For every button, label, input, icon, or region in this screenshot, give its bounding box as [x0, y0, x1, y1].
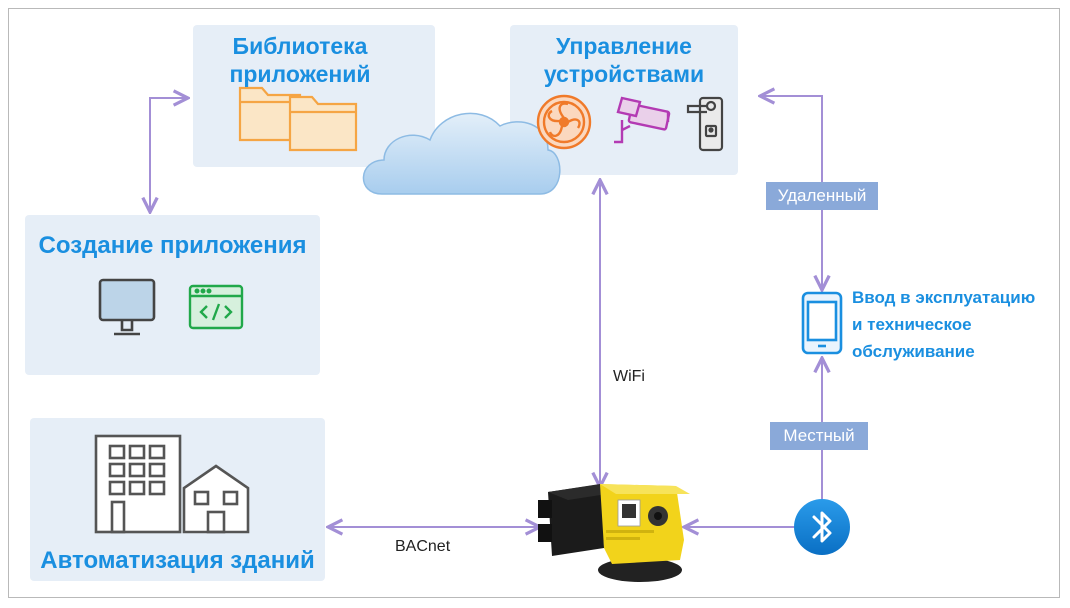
- remote-tag: Удаленный: [766, 182, 878, 210]
- camera-icon: [614, 96, 671, 144]
- wifi-label: WiFi: [613, 368, 645, 385]
- house-icon: [182, 464, 250, 534]
- connector-remote: [760, 96, 822, 290]
- local-tag: Местный: [770, 422, 868, 450]
- monitor-icon: [98, 278, 156, 336]
- app-library-title: Библиотека приложений: [229, 33, 371, 87]
- app-creation-panel: [25, 215, 320, 375]
- code-window-icon: [188, 284, 244, 330]
- diagram-frame: [8, 8, 1060, 598]
- device-management-title: Управление устройствами: [543, 33, 705, 87]
- office-building-icon: [94, 434, 182, 534]
- smartphone-icon: [801, 291, 843, 355]
- commissioning-line-1: Ввод в эксплуатацию: [852, 288, 1036, 307]
- connector-library-creation: [150, 98, 188, 212]
- bluetooth-icon: [794, 499, 850, 555]
- building-automation-title: Автоматизация зданий: [40, 547, 315, 574]
- actuator-device: [538, 484, 690, 582]
- cloud-icon: [362, 112, 561, 195]
- bacnet-label: BACnet: [395, 538, 451, 555]
- folder-icon: [238, 86, 358, 152]
- door-handle-icon: [686, 96, 724, 152]
- fan-icon: [536, 94, 592, 150]
- commissioning-line-3: обслуживание: [852, 342, 975, 361]
- commissioning-label: Ввод в эксплуатацию и техническое обслуж…: [852, 284, 1057, 365]
- commissioning-line-2: и техническое: [852, 315, 972, 334]
- app-creation-title: Создание приложения: [38, 232, 307, 259]
